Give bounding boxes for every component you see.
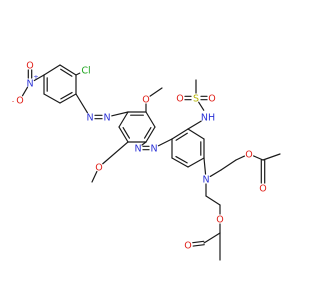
single-bond [187, 120, 202, 130]
aromatic-bond [59, 93, 77, 104]
single-bond [209, 169, 222, 178]
sulfonyl-oxygen-right-label: O [208, 93, 215, 104]
azo1-nitrogen-b-label: N [103, 112, 110, 123]
single-bond [235, 155, 246, 161]
aromatic-bond [171, 128, 189, 140]
single-bond [118, 111, 129, 128]
nitro-minus-charge: - [12, 97, 15, 105]
aromatic-inner-bond [60, 91, 73, 100]
aromatic-inner-bond [144, 127, 152, 139]
nitro-oxygen-label: O [26, 60, 33, 71]
double-bond-line [192, 244, 205, 247]
single-bond [141, 141, 147, 146]
single-bond [157, 138, 173, 147]
ester1-carbonyl-oxygen-label: O [259, 183, 266, 194]
aromatic-inner-bond [60, 68, 73, 77]
single-bond [75, 93, 89, 114]
single-bond [145, 111, 156, 128]
aromatic-inner-bond [175, 155, 188, 164]
single-bond [203, 232, 221, 244]
aromatic-inner-bond [175, 132, 188, 141]
nitro-plus-charge: + [33, 73, 38, 81]
single-bond [187, 128, 205, 140]
single-bond [111, 111, 129, 117]
nitro-oxygen-minus-label: O [16, 95, 23, 106]
single-bond [149, 87, 163, 97]
azo2-nitrogen-a-label: N [134, 143, 141, 154]
sulfonamide-nh-label: NH [201, 112, 215, 123]
single-bond [43, 93, 61, 104]
aromatic-bond [59, 64, 77, 76]
azo2-nitrogen-b-label: N [150, 143, 157, 154]
single-bond [187, 157, 205, 168]
amine-nitrogen-label: N [202, 174, 209, 185]
single-bond [262, 153, 281, 161]
methoxy-bottom-oxygen-label: O [95, 162, 102, 173]
ester1-oxygen-label: O [245, 149, 252, 160]
methoxy-top-oxygen-label: O [142, 94, 149, 105]
azo1-nitrogen-a-label: N [86, 112, 93, 123]
single-bond [203, 157, 207, 175]
aromatic-inner-bond [122, 127, 130, 139]
aromatic-bond [171, 157, 189, 168]
single-bond [252, 155, 264, 161]
single-bond [43, 64, 61, 76]
sulfonyl-oxygen-left-label: O [176, 93, 183, 104]
single-bond [21, 86, 29, 97]
nitro-nitrogen-label: N [26, 78, 33, 89]
single-bond [75, 72, 81, 76]
ester2-carbonyl-oxygen-label: O [184, 240, 191, 251]
single-bond [205, 195, 221, 206]
single-bond [91, 170, 98, 183]
double-bond-line [192, 240, 205, 244]
aromatic-bond [118, 126, 129, 143]
ester2-oxygen-label: O [216, 214, 223, 225]
single-bond [33, 74, 45, 82]
single-bond [102, 141, 129, 165]
single-bond [198, 101, 205, 111]
single-bond [220, 159, 237, 171]
aromatic-bond [145, 126, 156, 143]
chloro-label: Cl [81, 65, 90, 76]
sulfonyl-sulfur-label: S [193, 93, 199, 104]
